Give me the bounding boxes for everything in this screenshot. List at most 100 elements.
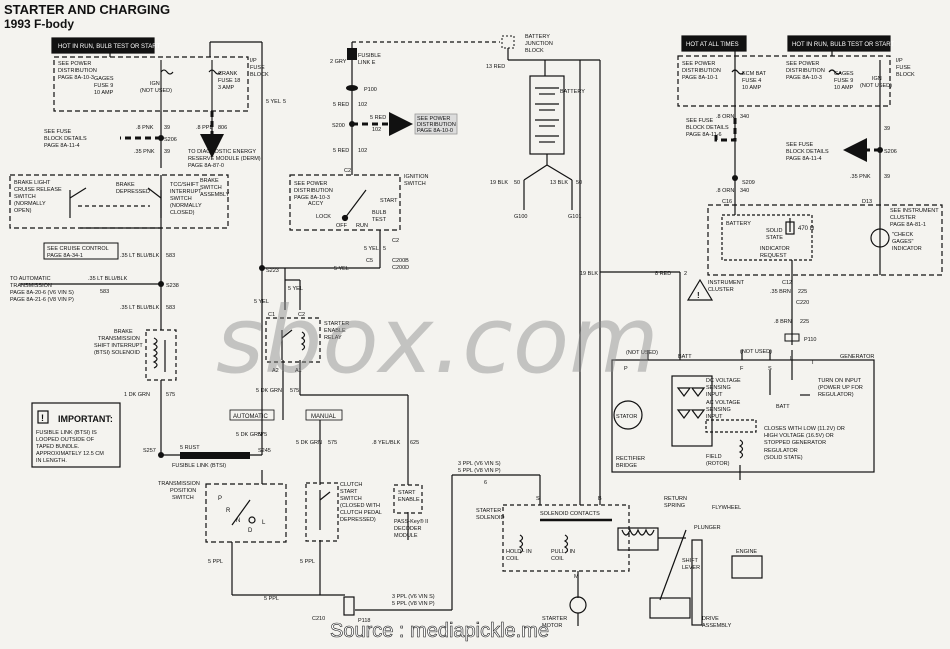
svg-text:(POWER UP FOR: (POWER UP FOR [818, 385, 863, 391]
svg-text:PAGE 8A-11-4: PAGE 8A-11-4 [44, 143, 80, 149]
svg-text:PAGE 8A-10-1: PAGE 8A-10-1 [682, 75, 718, 81]
svg-text:ECM BAT: ECM BAT [742, 71, 767, 77]
svg-text:S: S [536, 496, 540, 502]
svg-text:STATOR: STATOR [616, 414, 637, 420]
svg-text:GAGES: GAGES [94, 76, 114, 82]
svg-text:470 Ω: 470 Ω [798, 226, 815, 232]
clutch-labels: CLUTCH START SWITCH (CLOSED WITH CLUTCH … [300, 482, 382, 565]
svg-text:C220: C220 [796, 300, 809, 306]
svg-text:STARTER: STARTER [542, 616, 567, 622]
svg-text:TEST: TEST [372, 217, 387, 223]
svg-text:TO DIAGNOSTIC ENERGY: TO DIAGNOSTIC ENERGY [188, 149, 256, 155]
svg-text:(NOT USED): (NOT USED) [140, 88, 172, 94]
svg-text:FLYWHEEL: FLYWHEEL [712, 505, 741, 511]
svg-text:PULL - IN: PULL - IN [551, 549, 575, 555]
svg-text:BATT: BATT [678, 354, 692, 360]
svg-text:SEE POWER: SEE POWER [294, 181, 327, 187]
svg-text:CLUSTER: CLUSTER [890, 215, 916, 221]
svg-text:.8 ORN: .8 ORN [716, 114, 734, 120]
svg-text:INPUT: INPUT [706, 414, 723, 420]
svg-text:C210: C210 [312, 616, 325, 622]
svg-text:M: M [574, 574, 579, 580]
svg-text:F: F [740, 366, 744, 372]
svg-text:TCC/SHIFT: TCC/SHIFT [170, 182, 199, 188]
svg-text:CLUTCH: CLUTCH [340, 482, 362, 488]
generator-labels: (NOT USED) BATT GENERATOR P F S L I (NOT… [580, 271, 874, 469]
svg-text:340: 340 [740, 188, 749, 194]
splice-s206-dot [158, 135, 164, 141]
svg-text:FUSE 9: FUSE 9 [94, 83, 113, 89]
svg-text:S206: S206 [884, 149, 897, 155]
svg-text:START: START [398, 490, 416, 496]
svg-text:102: 102 [358, 148, 367, 154]
svg-text:I/P: I/P [896, 58, 903, 64]
svg-text:PAGE 8A-21-6 (V8 VIN P): PAGE 8A-21-6 (V8 VIN P) [10, 297, 74, 303]
svg-text:PAGE 8A-10-3: PAGE 8A-10-3 [58, 75, 94, 81]
svg-text:D13: D13 [862, 199, 872, 205]
svg-text:DC VOLTAGE: DC VOLTAGE [706, 378, 741, 384]
svg-text:(NOT USED): (NOT USED) [626, 350, 658, 356]
svg-text:PAGE 8A-11-4: PAGE 8A-11-4 [786, 156, 822, 162]
svg-text:COIL: COIL [506, 556, 519, 562]
svg-text:P110: P110 [804, 337, 816, 343]
svg-text:.8 BRN: .8 BRN [774, 319, 792, 325]
svg-text:!: ! [41, 413, 44, 423]
svg-text:CRUISE RELEASE: CRUISE RELEASE [14, 187, 62, 193]
svg-text:TRANSMISSION: TRANSMISSION [98, 336, 140, 342]
splice-s206-right [877, 147, 883, 153]
svg-text:3 PPL (V6 VIN S): 3 PPL (V6 VIN S) [458, 461, 501, 467]
svg-text:DISTRIBUTION: DISTRIBUTION [682, 68, 721, 74]
svg-text:BLOCK: BLOCK [250, 72, 269, 78]
svg-text:575: 575 [290, 388, 299, 394]
svg-text:RETURN: RETURN [664, 496, 687, 502]
svg-text:583: 583 [166, 305, 175, 311]
svg-text:.35 PNK: .35 PNK [850, 174, 871, 180]
svg-text:ENABLE: ENABLE [324, 328, 346, 334]
svg-text:DISTRIBUTION: DISTRIBUTION [786, 68, 825, 74]
brake-switch-assembly [9, 174, 229, 229]
svg-text:SEE POWER: SEE POWER [58, 61, 91, 67]
instrument-cluster [707, 178, 943, 345]
svg-text:SEE FUSE: SEE FUSE [786, 142, 814, 148]
svg-text:OFF: OFF [336, 223, 348, 229]
svg-text:DRIVE: DRIVE [702, 616, 719, 622]
svg-text:(ROTOR): (ROTOR) [706, 461, 730, 467]
svg-text:102: 102 [372, 127, 381, 133]
svg-text:BLOCK DETAILS: BLOCK DETAILS [44, 136, 87, 142]
svg-text:FUSIBLE: FUSIBLE [358, 53, 381, 59]
svg-text:G100: G100 [514, 214, 527, 220]
svg-text:13 BLK: 13 BLK [550, 180, 568, 186]
svg-text:S223: S223 [266, 268, 279, 274]
svg-text:5 PPL: 5 PPL [264, 596, 279, 602]
svg-text:PASS-Key® II: PASS-Key® II [394, 518, 429, 525]
svg-text:R: R [226, 508, 231, 514]
svg-text:!: ! [697, 291, 700, 300]
svg-text:TRANSMISSION: TRANSMISSION [158, 481, 200, 487]
hot-run-right: HOT IN RUN, BULB TEST OR START [792, 42, 894, 48]
svg-text:50: 50 [514, 180, 520, 186]
svg-text:CLUTCH PEDAL: CLUTCH PEDAL [340, 510, 382, 516]
svg-text:COIL: COIL [551, 556, 564, 562]
svg-text:.35 BRN: .35 BRN [770, 289, 791, 295]
svg-text:INTERRUPT: INTERRUPT [170, 189, 202, 195]
svg-text:TURN ON INPUT: TURN ON INPUT [818, 378, 862, 384]
starter-solenoid [502, 504, 763, 626]
svg-text:RECTIFIER: RECTIFIER [616, 456, 645, 462]
svg-text:ACCY: ACCY [308, 201, 324, 207]
diagram-title: STARTER AND CHARGING [4, 2, 170, 17]
svg-text:2: 2 [684, 271, 687, 277]
svg-text:RESERVE MODULE (DERM): RESERVE MODULE (DERM) [188, 156, 261, 162]
watermark: sbox.com [216, 287, 659, 394]
svg-text:FUSE 18: FUSE 18 [218, 78, 240, 84]
svg-text:DISTRIBUTION: DISTRIBUTION [294, 188, 333, 194]
hot-box-left: HOT IN RUN, BULB TEST OR START [58, 44, 160, 50]
svg-text:I/P: I/P [250, 58, 257, 64]
svg-text:5 DK GRN: 5 DK GRN [236, 432, 262, 438]
right-see-fuse-labels: SEE FUSE BLOCK DETAILS PAGE 8A-11-6 SEE … [686, 118, 897, 205]
transmission-position-switch [205, 470, 287, 595]
svg-text:SEE POWER: SEE POWER [786, 61, 819, 67]
svg-text:AUTOMATIC: AUTOMATIC [233, 414, 268, 420]
svg-text:S257: S257 [143, 448, 156, 454]
